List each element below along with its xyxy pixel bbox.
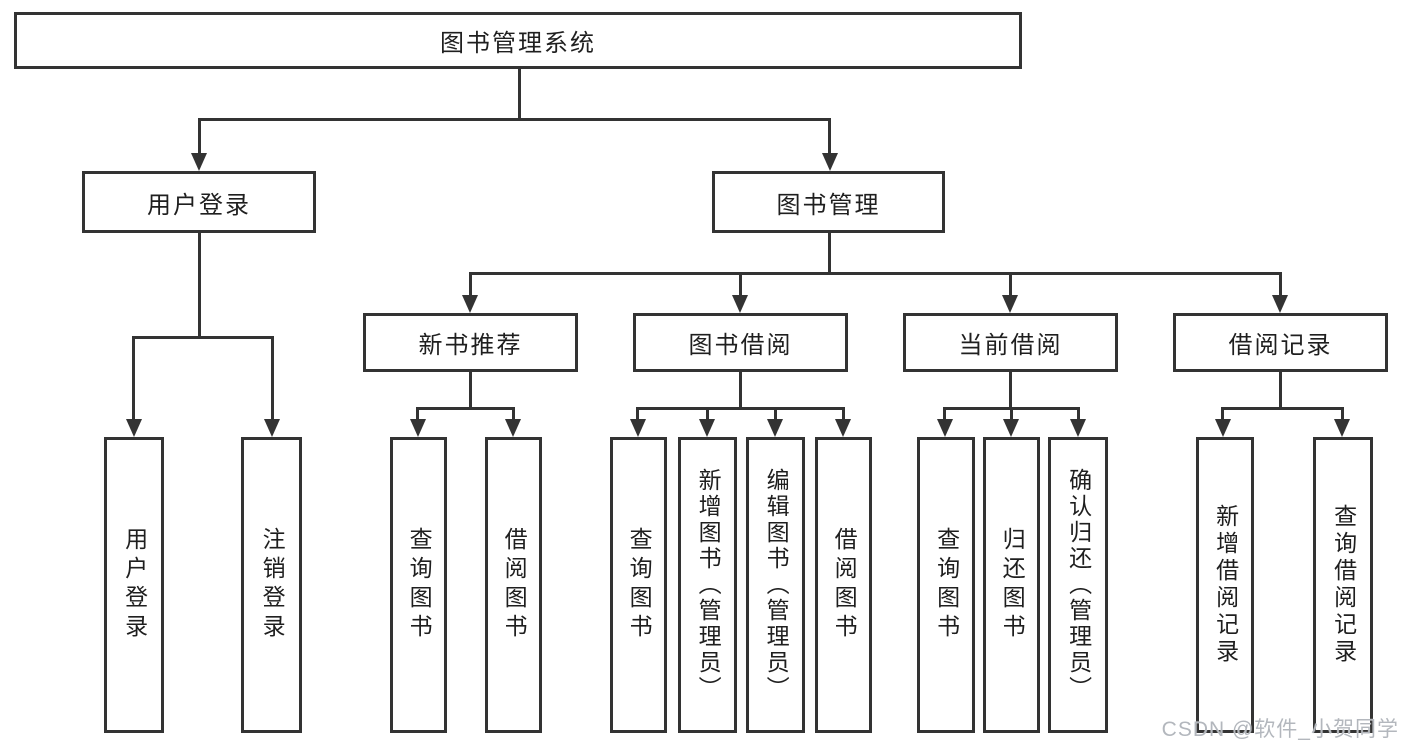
node-query-books-borrow: 查询图书 — [610, 437, 667, 733]
node-query-books-current: 查询图书 — [917, 437, 975, 733]
connector-book-borrow-stem — [739, 372, 742, 407]
connector-user-login-bar — [132, 336, 274, 339]
leaf-label: 查询图书 — [933, 527, 960, 643]
arrowhead-leaf — [410, 419, 426, 437]
connector-to-borrow-records — [1279, 272, 1282, 297]
arrowhead-leaf — [1003, 419, 1019, 437]
node-borrowing-records-label: 借阅记录 — [1228, 332, 1333, 359]
arrowhead-leaf — [699, 419, 715, 437]
arrowhead-login-leaf — [126, 419, 142, 437]
arrowhead-logout-leaf — [264, 419, 280, 437]
connector-borrow-records-stem — [1279, 372, 1282, 407]
connector-to-leaf — [512, 407, 515, 421]
connector-level2-bar — [198, 118, 831, 121]
node-book-borrowing: 图书借阅 — [633, 313, 848, 372]
node-borrow-books-recommend: 借阅图书 — [485, 437, 542, 733]
leaf-label: 查询图书 — [406, 527, 433, 643]
leaf-label: 归还图书 — [999, 527, 1026, 643]
node-book-management-label: 图书管理 — [776, 191, 881, 219]
leaf-label: 新增借阅记录 — [1212, 504, 1239, 666]
arrowhead-current-borrow — [1002, 295, 1018, 313]
node-add-books-admin: 新增图书（管理员） — [678, 437, 737, 733]
connector-to-logout-leaf — [271, 336, 274, 421]
arrowhead-leaf — [937, 419, 953, 437]
arrowhead-borrow-records — [1272, 295, 1288, 313]
node-logout: 注销登录 — [241, 437, 302, 733]
node-new-book-recommendation: 新书推荐 — [363, 313, 578, 372]
node-root-label: 图书管理系统 — [440, 30, 596, 57]
node-user-login-label: 用户登录 — [147, 191, 251, 219]
node-book-borrowing-label: 图书借阅 — [688, 332, 793, 359]
connector-new-book-stem — [469, 372, 472, 407]
node-query-books-recommend: 查询图书 — [390, 437, 447, 733]
leaf-label: 查询借阅记录 — [1330, 504, 1357, 666]
node-add-borrow-record: 新增借阅记录 — [1196, 437, 1254, 733]
connector-to-current-borrow — [1009, 272, 1012, 297]
connector-to-leaf — [774, 407, 777, 421]
node-borrowing-records: 借阅记录 — [1173, 313, 1388, 372]
connector-new-book-bar — [416, 407, 515, 410]
connector-user-login-stem — [198, 233, 201, 336]
leaf-label: 确认归还（管理员） — [1065, 468, 1092, 702]
connector-to-leaf — [1341, 407, 1344, 421]
connector-borrow-records-bar — [1221, 407, 1344, 410]
leaf-label: 用户登录 — [121, 527, 148, 643]
node-root: 图书管理系统 — [14, 12, 1022, 69]
leaf-label: 新增图书（管理员） — [695, 468, 722, 702]
arrowhead-leaf — [1334, 419, 1350, 437]
arrowhead-leaf — [1215, 419, 1231, 437]
connector-current-borrow-stem — [1009, 372, 1012, 407]
connector-to-login-leaf — [132, 336, 135, 421]
connector-book-borrow-bar — [636, 407, 845, 410]
node-query-borrow-record: 查询借阅记录 — [1313, 437, 1373, 733]
node-edit-books-admin: 编辑图书（管理员） — [746, 437, 805, 733]
node-borrow-books: 借阅图书 — [815, 437, 872, 733]
node-current-borrowing: 当前借阅 — [903, 313, 1118, 372]
connector-to-leaf — [842, 407, 845, 421]
arrowhead-leaf — [1070, 419, 1086, 437]
node-current-borrowing-label: 当前借阅 — [958, 332, 1063, 359]
arrowhead-user-login — [191, 153, 207, 171]
connector-to-leaf — [416, 407, 419, 421]
arrowhead-book-borrow — [732, 295, 748, 313]
connector-level3-bar — [469, 272, 1282, 275]
arrowhead-new-book — [462, 295, 478, 313]
node-return-books: 归还图书 — [983, 437, 1040, 733]
leaf-label: 查询图书 — [626, 527, 653, 643]
connector-to-book-borrow — [739, 272, 742, 297]
connector-to-leaf — [943, 407, 946, 421]
csdn-watermark: CSDN @软件_小贺同学 — [1161, 718, 1399, 741]
node-book-management: 图书管理 — [712, 171, 945, 233]
connector-to-leaf — [1221, 407, 1224, 421]
leaf-label: 注销登录 — [259, 527, 286, 643]
node-user-login: 用户登录 — [82, 171, 316, 233]
arrowhead-book-management — [822, 153, 838, 171]
connector-to-leaf — [1077, 407, 1080, 421]
node-confirm-return-admin: 确认归还（管理员） — [1048, 437, 1108, 733]
arrowhead-leaf — [835, 419, 851, 437]
node-user-login-action: 用户登录 — [104, 437, 164, 733]
connector-to-leaf — [636, 407, 639, 421]
arrowhead-leaf — [630, 419, 646, 437]
connector-to-leaf — [706, 407, 709, 421]
connector-to-user-login — [198, 118, 201, 155]
arrowhead-leaf — [767, 419, 783, 437]
leaf-label: 编辑图书（管理员） — [763, 468, 790, 702]
node-new-book-recommendation-label: 新书推荐 — [418, 332, 523, 359]
connector-to-leaf — [1010, 407, 1013, 421]
connector-root-stem — [518, 68, 521, 118]
arrowhead-leaf — [505, 419, 521, 437]
connector-book-management-stem — [828, 233, 831, 272]
leaf-label: 借阅图书 — [831, 527, 858, 643]
connector-to-book-management — [828, 118, 831, 155]
leaf-label: 借阅图书 — [501, 527, 528, 643]
connector-to-new-book — [469, 272, 472, 297]
